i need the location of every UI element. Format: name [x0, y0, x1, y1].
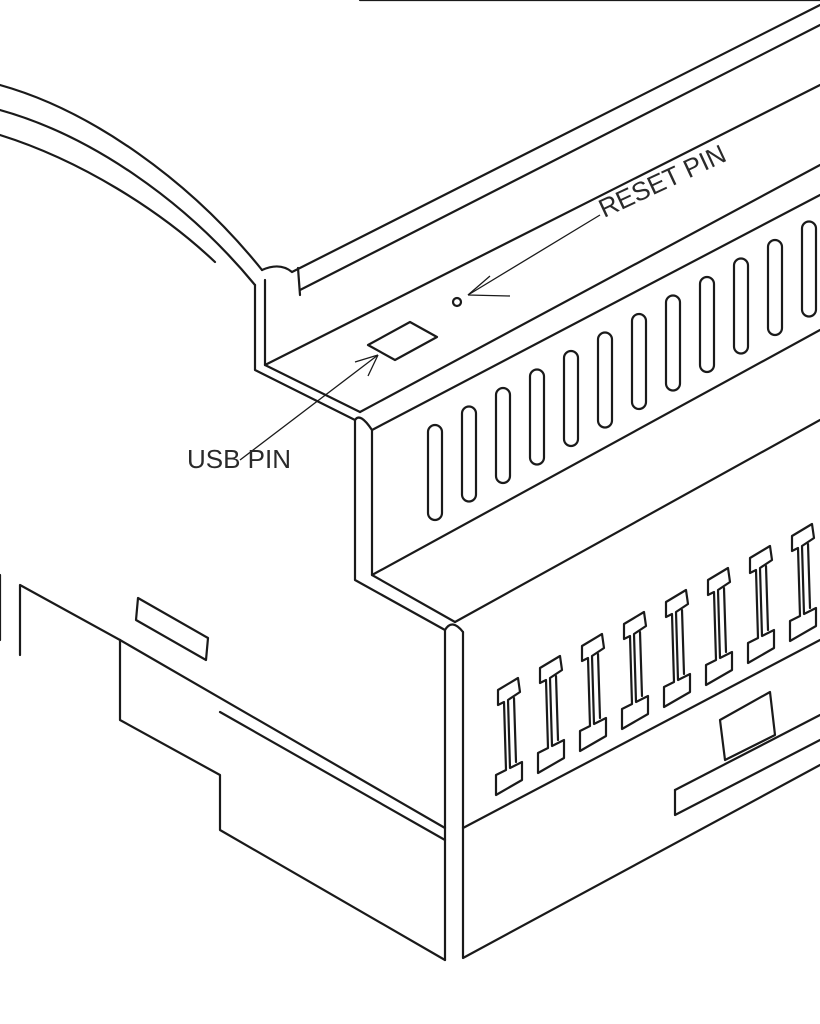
- vent-slot: [596, 331, 614, 429]
- vent-slot: [766, 238, 784, 337]
- terminal-screw: [788, 522, 818, 643]
- terminal-block: [494, 522, 818, 797]
- top-housing: [0, 0, 820, 297]
- vent-slots: [426, 220, 818, 522]
- usb-port: [366, 320, 439, 362]
- terminal-screw: [536, 654, 566, 775]
- terminal-screw: [578, 632, 608, 753]
- terminal-screw: [746, 544, 776, 665]
- terminal-screw: [620, 610, 650, 731]
- vent-slot: [664, 294, 682, 392]
- terminal-screw: [494, 676, 524, 797]
- vent-slot: [698, 275, 716, 374]
- vent-slot: [562, 349, 580, 448]
- reset-pin-label: RESET PIN: [594, 138, 731, 223]
- terminal-screw: [662, 588, 692, 709]
- reset-hole: [451, 296, 463, 308]
- vent-slot: [630, 312, 648, 411]
- lower-face: [0, 573, 820, 962]
- middle-face: [353, 328, 820, 634]
- vent-slot: [732, 257, 750, 355]
- upper-step: [253, 83, 820, 432]
- vent-slot: [426, 423, 444, 522]
- reset-pin-leader: [467, 214, 601, 297]
- vent-slot: [528, 368, 546, 466]
- vent-slot: [800, 220, 818, 318]
- vent-slot: [460, 405, 478, 503]
- usb-pin-label: USB PIN: [187, 444, 291, 474]
- vent-slot: [494, 386, 512, 485]
- terminal-screw: [704, 566, 734, 687]
- usb-pin-leader: [239, 354, 379, 461]
